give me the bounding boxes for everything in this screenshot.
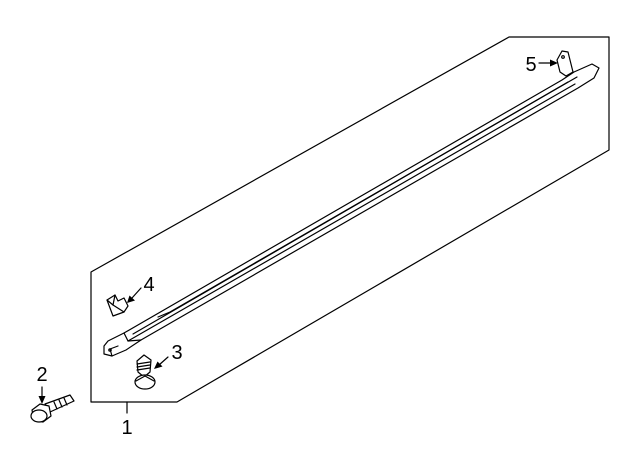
callout-4: 4 [143, 274, 154, 296]
assembly-outline-box [90, 36, 610, 403]
rocker-molding [103, 63, 600, 357]
leader-lines [38, 59, 558, 414]
callout-1: 1 [121, 417, 132, 439]
retaining-clip-part [106, 294, 129, 317]
callout-2: 2 [36, 364, 47, 386]
callout-3: 3 [171, 342, 182, 364]
end-bracket-part [556, 50, 574, 77]
mounting-stud-part [134, 354, 156, 390]
flange-bolt-part [30, 394, 75, 423]
callout-5: 5 [525, 54, 536, 76]
